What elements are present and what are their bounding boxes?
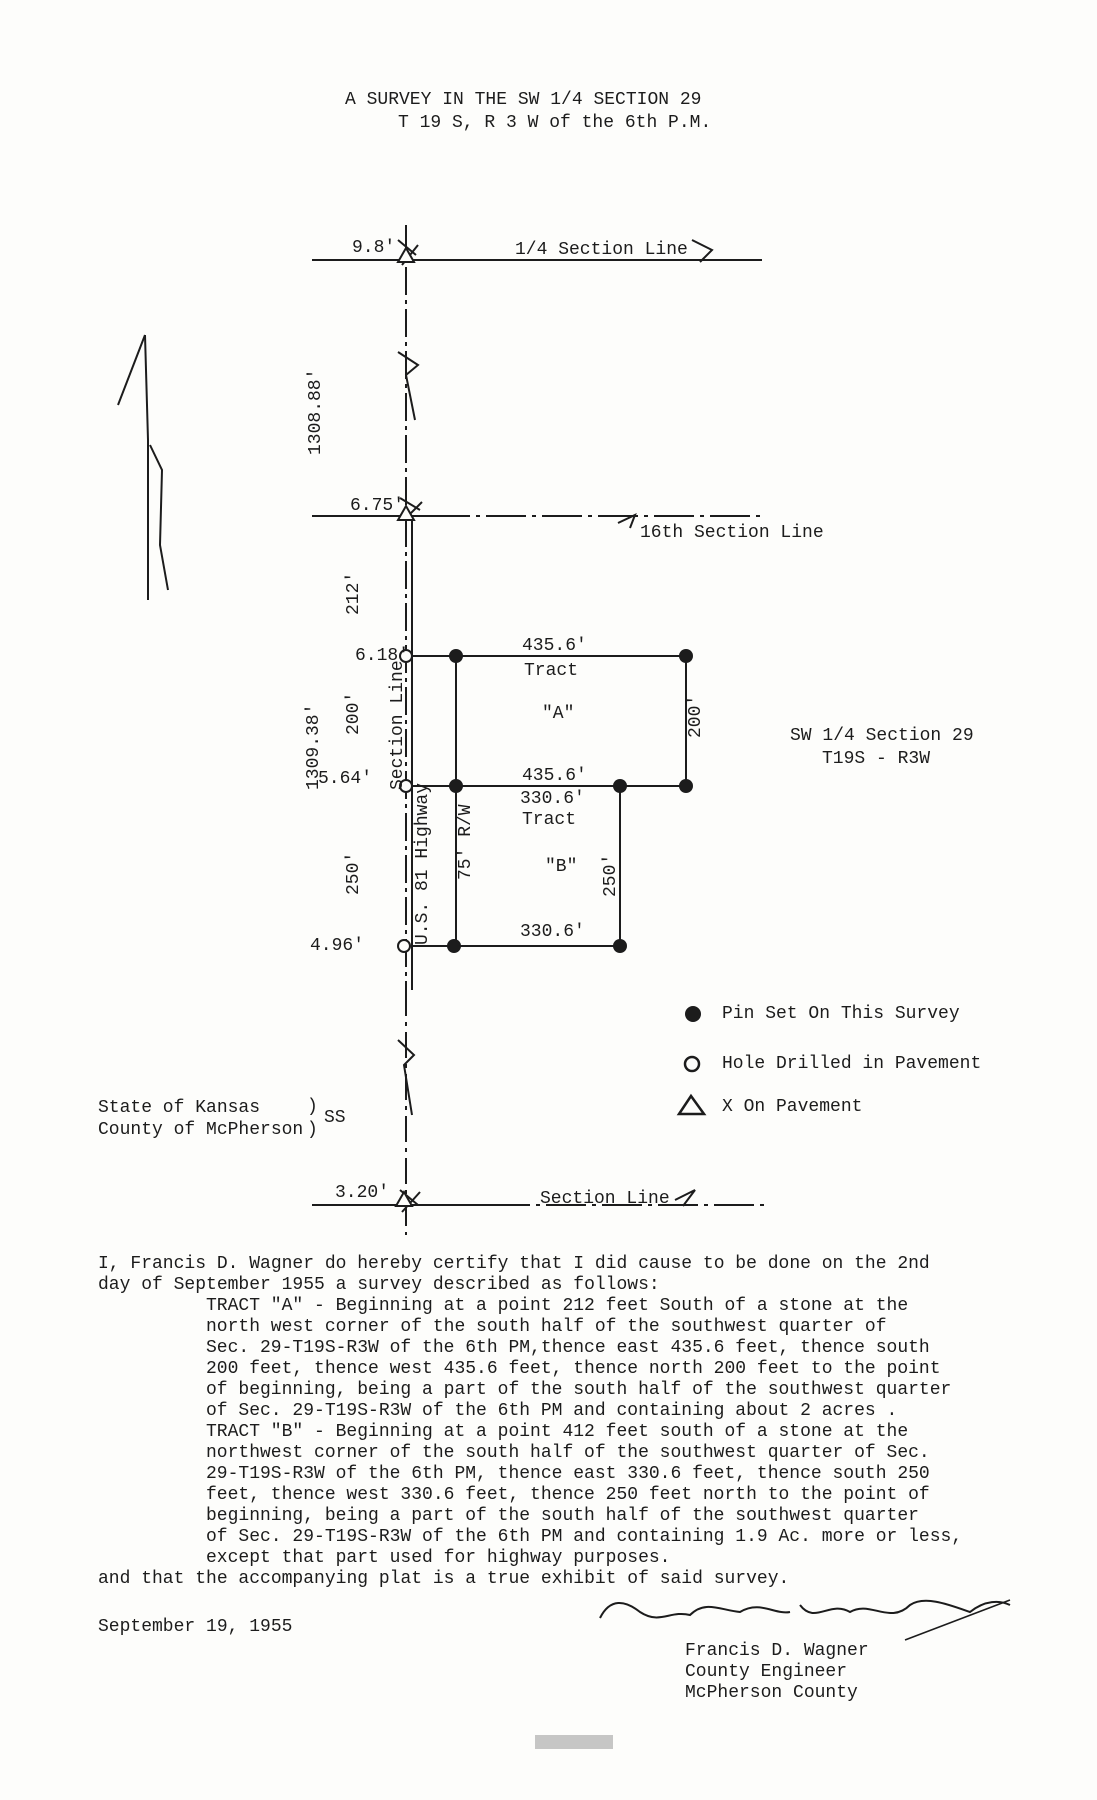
area-label-line1: SW 1/4 Section 29	[790, 726, 974, 746]
signature-date: September 19, 1955	[98, 1617, 293, 1637]
pin-icon	[679, 779, 693, 793]
cert-line: I, Francis D. Wagner do hereby certify t…	[98, 1254, 930, 1274]
signer-name: Francis D. Wagner	[685, 1641, 869, 1661]
venue-state: State of Kansas	[98, 1098, 261, 1118]
tract-b-bottom-dim: 330.6'	[520, 922, 585, 942]
section-line-label: Section Line	[540, 1189, 670, 1209]
legend-hole-icon	[683, 1055, 701, 1073]
road-row-label: 75' R/W	[456, 804, 476, 880]
legend-hole-label: Hole Drilled in Pavement	[722, 1054, 982, 1074]
cert-line: except that part used for highway purpos…	[206, 1548, 671, 1568]
triangle-icon	[396, 503, 416, 521]
cert-line: north west corner of the south half of t…	[206, 1317, 887, 1337]
offset-tract-b-nw: 5.64'	[318, 769, 372, 789]
pin-icon	[447, 939, 461, 953]
tract-b-top-dim: 330.6'	[520, 789, 585, 809]
cert-line: feet, thence west 330.6 feet, thence 250…	[206, 1485, 930, 1505]
offset-16th: 6.75'	[350, 496, 404, 516]
legend-x-label: X On Pavement	[722, 1097, 863, 1117]
survey-title: A SURVEY IN THE SW 1/4 SECTION 29	[345, 90, 702, 110]
signer-title: County Engineer	[685, 1662, 848, 1682]
cert-line: TRACT "B" - Beginning at a point 412 fee…	[206, 1422, 909, 1442]
cert-line: of beginning, being a part of the south …	[206, 1380, 952, 1400]
offset-tract-b-sw: 4.96'	[310, 936, 364, 956]
cert-line: of Sec. 29-T19S-R3W of the 6th PM and co…	[206, 1527, 963, 1547]
offset-top: 9.8'	[352, 238, 395, 258]
cert-line: 200 feet, thence west 435.6 feet, thence…	[206, 1359, 941, 1379]
cert-line: northwest corner of the south half of th…	[206, 1443, 930, 1463]
pin-icon	[679, 649, 693, 663]
hole-icon	[397, 939, 411, 953]
dim-200-left: 200'	[344, 692, 364, 735]
cert-line: Sec. 29-T19S-R3W of the 6th PM,thence ea…	[206, 1338, 930, 1358]
tract-a-word: Tract	[524, 661, 578, 681]
dim-250-right: 250'	[601, 854, 621, 897]
dim-212: 212'	[344, 572, 364, 615]
tract-b-boundary	[412, 785, 621, 947]
cert-line: beginning, being a part of the south hal…	[206, 1506, 919, 1526]
north-arrow-icon	[117, 334, 169, 600]
survey-pins	[447, 649, 693, 953]
venue-county: County of McPherson	[98, 1120, 304, 1140]
area-label-line2: T19S - R3W	[822, 749, 930, 769]
pin-icon	[449, 649, 463, 663]
dim-200-right: 200'	[686, 695, 706, 738]
pin-icon	[613, 779, 627, 793]
cert-line: and that the accompanying plat is a true…	[98, 1569, 790, 1589]
signer-county: McPherson County	[685, 1683, 858, 1703]
cert-line: day of September 1955 a survey described…	[98, 1275, 660, 1295]
triangle-icon	[396, 245, 416, 263]
cert-line: of Sec. 29-T19S-R3W of the 6th PM and co…	[206, 1401, 898, 1421]
cert-line: TRACT "A" - Beginning at a point 212 fee…	[206, 1296, 909, 1316]
offset-tract-a-nw: 6.18'	[355, 646, 409, 666]
dim-250-left: 250'	[344, 852, 364, 895]
tract-a-letter: "A"	[542, 704, 574, 724]
road-highway-label: U.S. 81 Highway	[413, 783, 433, 945]
offset-bottom: 3.20'	[335, 1183, 389, 1203]
pin-icon	[613, 939, 627, 953]
triangle-icon	[394, 1189, 414, 1207]
handwritten-signature	[599, 1599, 1011, 1619]
road-section-line-label: Section Line	[388, 660, 408, 790]
survey-subtitle: T 19 S, R 3 W of the 6th P.M.	[398, 113, 712, 133]
sixteenth-line-label: 16th Section Line	[640, 523, 824, 543]
quarter-line-label: 1/4 Section Line	[515, 240, 688, 260]
legend-pin-label: Pin Set On This Survey	[722, 1004, 960, 1024]
legend-pin-icon	[685, 1006, 701, 1022]
venue-bracket-top: )	[307, 1097, 318, 1117]
hole-icon	[399, 779, 413, 793]
cert-line: 29-T19S-R3W of the 6th PM, thence east 3…	[206, 1464, 930, 1484]
pin-icon	[449, 779, 463, 793]
venue-bracket-bottom: )	[307, 1120, 318, 1140]
venue-ss: SS	[324, 1108, 346, 1128]
tract-b-word: Tract	[522, 810, 576, 830]
stamp-mark	[535, 1735, 613, 1749]
dim-1308: 1308.88'	[306, 369, 326, 455]
dim-1309: 1309.38'	[304, 704, 324, 790]
tract-b-letter: "B"	[545, 857, 577, 877]
tract-a-bottom-dim: 435.6'	[522, 766, 587, 786]
legend-triangle-icon	[676, 1093, 707, 1116]
hole-icon	[399, 649, 413, 663]
tract-a-top-dim: 435.6'	[522, 636, 587, 656]
